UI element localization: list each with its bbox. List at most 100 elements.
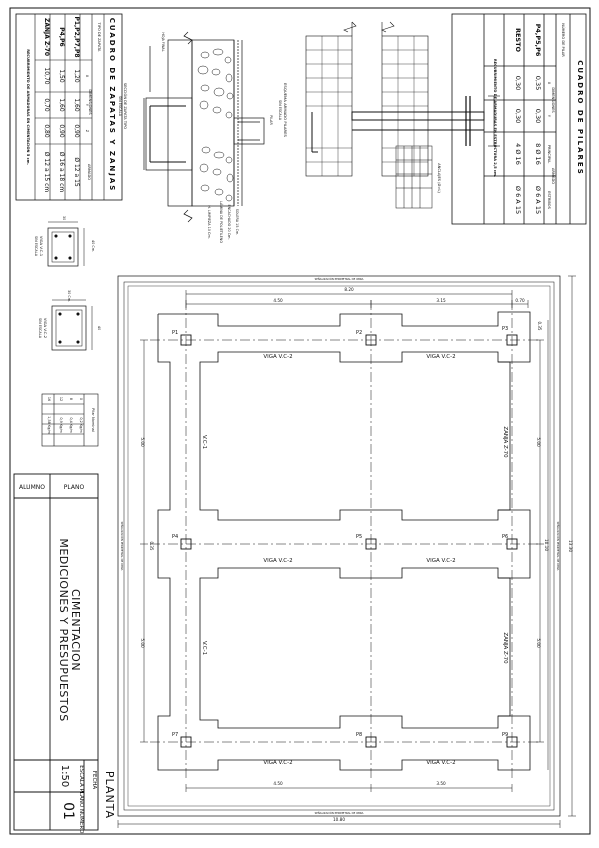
viga-bottom-left: VIGA V.C-2 (263, 760, 292, 766)
pilares-row1-y: 0,30 (534, 109, 542, 123)
pilares-col-y: Y (547, 115, 551, 118)
zapata-section-detail (143, 31, 265, 223)
pilares-col-principal: PRINCIPAL (547, 145, 551, 163)
legend-row3-a: 12 (59, 397, 63, 401)
sheet-name-planta: PLANTA (103, 771, 116, 819)
viga-vc2-dim-30: 30 Cm. (67, 290, 71, 302)
legend-row4-a: 16 (47, 397, 51, 401)
zapatas-col-y: Y (85, 104, 89, 107)
zapatas-col-z: Z (85, 130, 89, 133)
zapatas-row2-x: 1,50 (58, 69, 65, 83)
escala-label: ESCALA (78, 765, 84, 787)
pilares-row2-principal: 4 Ø 16 (514, 143, 522, 165)
zapatas-row1-armado: Ø 12 a 15 (73, 157, 80, 187)
pilares-row2-estribos: Ø 6 A 15 (514, 186, 522, 214)
zapatas-row1-y: 1,60 (73, 98, 80, 112)
section-label-zapata: SECCIÓN DE ZAPATA TIPO (123, 83, 128, 129)
legend-row3-b: 0,9 Kg/m (59, 417, 63, 433)
plano-numero-label: PLANO NUMERO (78, 789, 84, 835)
dim-bottom-total: 10.80 (333, 817, 345, 822)
pilares-col-armado: ARMADO (551, 168, 555, 184)
zapatas-row3-tipo: ZANJA Z-70 (43, 18, 50, 56)
zapatas-row3-armado: Ø 12 a 15 cm (43, 152, 50, 193)
project-title-line2: CIMENTACION (69, 589, 82, 671)
viga-top-right: VIGA V.C-2 (426, 354, 455, 360)
zanja-lower: ZANJA Z-70 (502, 632, 508, 664)
pillar-p9: P9 (502, 732, 508, 738)
dim-top-c: 0.70 (515, 298, 525, 303)
encachado-gravel (197, 48, 234, 202)
pilares-row2-x: 0,30 (514, 76, 522, 90)
zapatas-note: RECUBRIMIENTO DE ARMADURAS EN CIMENTACIO… (26, 49, 30, 165)
section-label-zapata-scale: SIN ESCALA (118, 96, 122, 117)
sheet-border (9, 7, 591, 835)
viga-vc1-label: VIGA V.C-1 (39, 236, 44, 257)
viga-vc2-section (51, 299, 93, 351)
pilares-col-x: X (547, 82, 551, 85)
viga-mid-left: VIGA V.C-2 (263, 558, 292, 564)
esquema-pilares-scale: SIN ESCALA (278, 100, 282, 121)
weight-legend (41, 393, 99, 447)
legend-title: Pilar Nominal (91, 408, 95, 432)
lamina-label: LÁMINA DE POLIETILENO (219, 201, 224, 243)
dim-top-b: 3.15 (436, 298, 446, 303)
pilares-row2-num: RESTO (514, 28, 522, 53)
perimetro-left: SEÑALIZACIÓN PERIMETRAL DE OBRA (120, 522, 125, 571)
perimetro-bottom: SEÑALIZACIÓN PERIMETRAL DE OBRA (315, 810, 364, 815)
zapatas-row2-z: 0,90 (58, 124, 65, 138)
dim-outer-right: 13.30 (568, 540, 573, 552)
viga-vc1-scale: SIN ESCALA (34, 236, 38, 257)
zapatas-row1-z: 0,90 (73, 124, 80, 138)
legend-row2-b: 0,4 Kg/m (69, 417, 73, 433)
zapatas-row2-y: 1,60 (58, 98, 65, 112)
viga-top-left: VIGA V.C-2 (263, 354, 292, 360)
pilares-row1-num: P4,P5,P6 (534, 24, 542, 57)
plano-numero-value: 01 (60, 802, 76, 820)
escala-value: 1:50 (59, 765, 70, 787)
pilares-row1-x: 0,35 (534, 76, 542, 90)
dim-total-top: 8.20 (344, 287, 354, 292)
pilares-row1-principal: 8 Ø 16 (534, 143, 542, 165)
legend-row1-a: 0 (79, 398, 83, 400)
solera-label: SOLERA 15 Cm. (235, 209, 239, 236)
viga-vc1-lower: V.C-1 (201, 641, 207, 655)
zapatas-row1-tipo: P1,P2,P7,P8 (73, 16, 80, 57)
viga-vc2-dim-40: 40 (97, 326, 101, 330)
encachado-label: ENCACHADO 20 Cm. (227, 204, 231, 239)
dim-top-a: 4.50 (273, 298, 283, 303)
anclajes-label: ANCLAJES (Ø>L) (437, 163, 442, 193)
zapatas-table: CUADRO DE ZAPATAS Y ZANJAS TIPO DE ZAPAT… (15, 13, 123, 201)
plano-label: PLANO (64, 484, 85, 491)
legend-row1-b: 0,2 Kg/m (79, 417, 83, 433)
dim-small-left: 0.35 (149, 542, 154, 551)
viga-bottom-right: VIGA V.C-2 (426, 760, 455, 766)
pilares-row2-y: 0,30 (514, 109, 522, 123)
zapatas-row3-y: 0,70 (43, 98, 50, 112)
zapatas-col-dim: DIMENSIONES (88, 89, 92, 115)
viga-vc1-dim-30: 30 (62, 216, 66, 220)
dim-bottom-b: 3.50 (436, 781, 446, 786)
pilares-title: CUADRO DE PILARES (576, 60, 584, 175)
dim-left-b: 5.00 (140, 638, 145, 648)
pilares-note: RECUBRIMIENTO DE ARMADURAS EN ESTRUCTURA… (493, 59, 497, 177)
zapatas-col-x: X (85, 75, 89, 78)
alumno-label: ALUMNO (19, 484, 45, 491)
pilar-label: PILAR (269, 115, 273, 125)
pilar-rebar-schema (305, 21, 500, 177)
zapatas-col-armado: ARMADO (87, 164, 91, 180)
zapatas-title: CUADRO DE ZAPATAS Y ZANJAS (108, 18, 116, 193)
dim-bottom-a: 4.50 (273, 781, 283, 786)
viga-vc2-scale: SIN ESCALA (38, 318, 42, 339)
zapatas-row2-tipo: P4,P6 (58, 27, 65, 46)
pillar-p4: P4 (172, 534, 178, 540)
dim-right-b: 5.00 (536, 638, 541, 648)
dim-right-total: 10.10 (544, 539, 549, 551)
viga-vc1-upper: V.C-1 (201, 435, 207, 449)
dim-right-a: 5.00 (536, 437, 541, 447)
zanja-upper: ZANJA Z-70 (502, 426, 508, 458)
dim-small-right: 0.35 (537, 322, 542, 331)
pillar-p7: P7 (172, 732, 178, 738)
pilares-table (451, 13, 587, 225)
limpieza-label: H. LIMPIEZA 10 Cm. (207, 205, 211, 239)
hoja-final-label: HOJA FINAL (161, 32, 165, 51)
